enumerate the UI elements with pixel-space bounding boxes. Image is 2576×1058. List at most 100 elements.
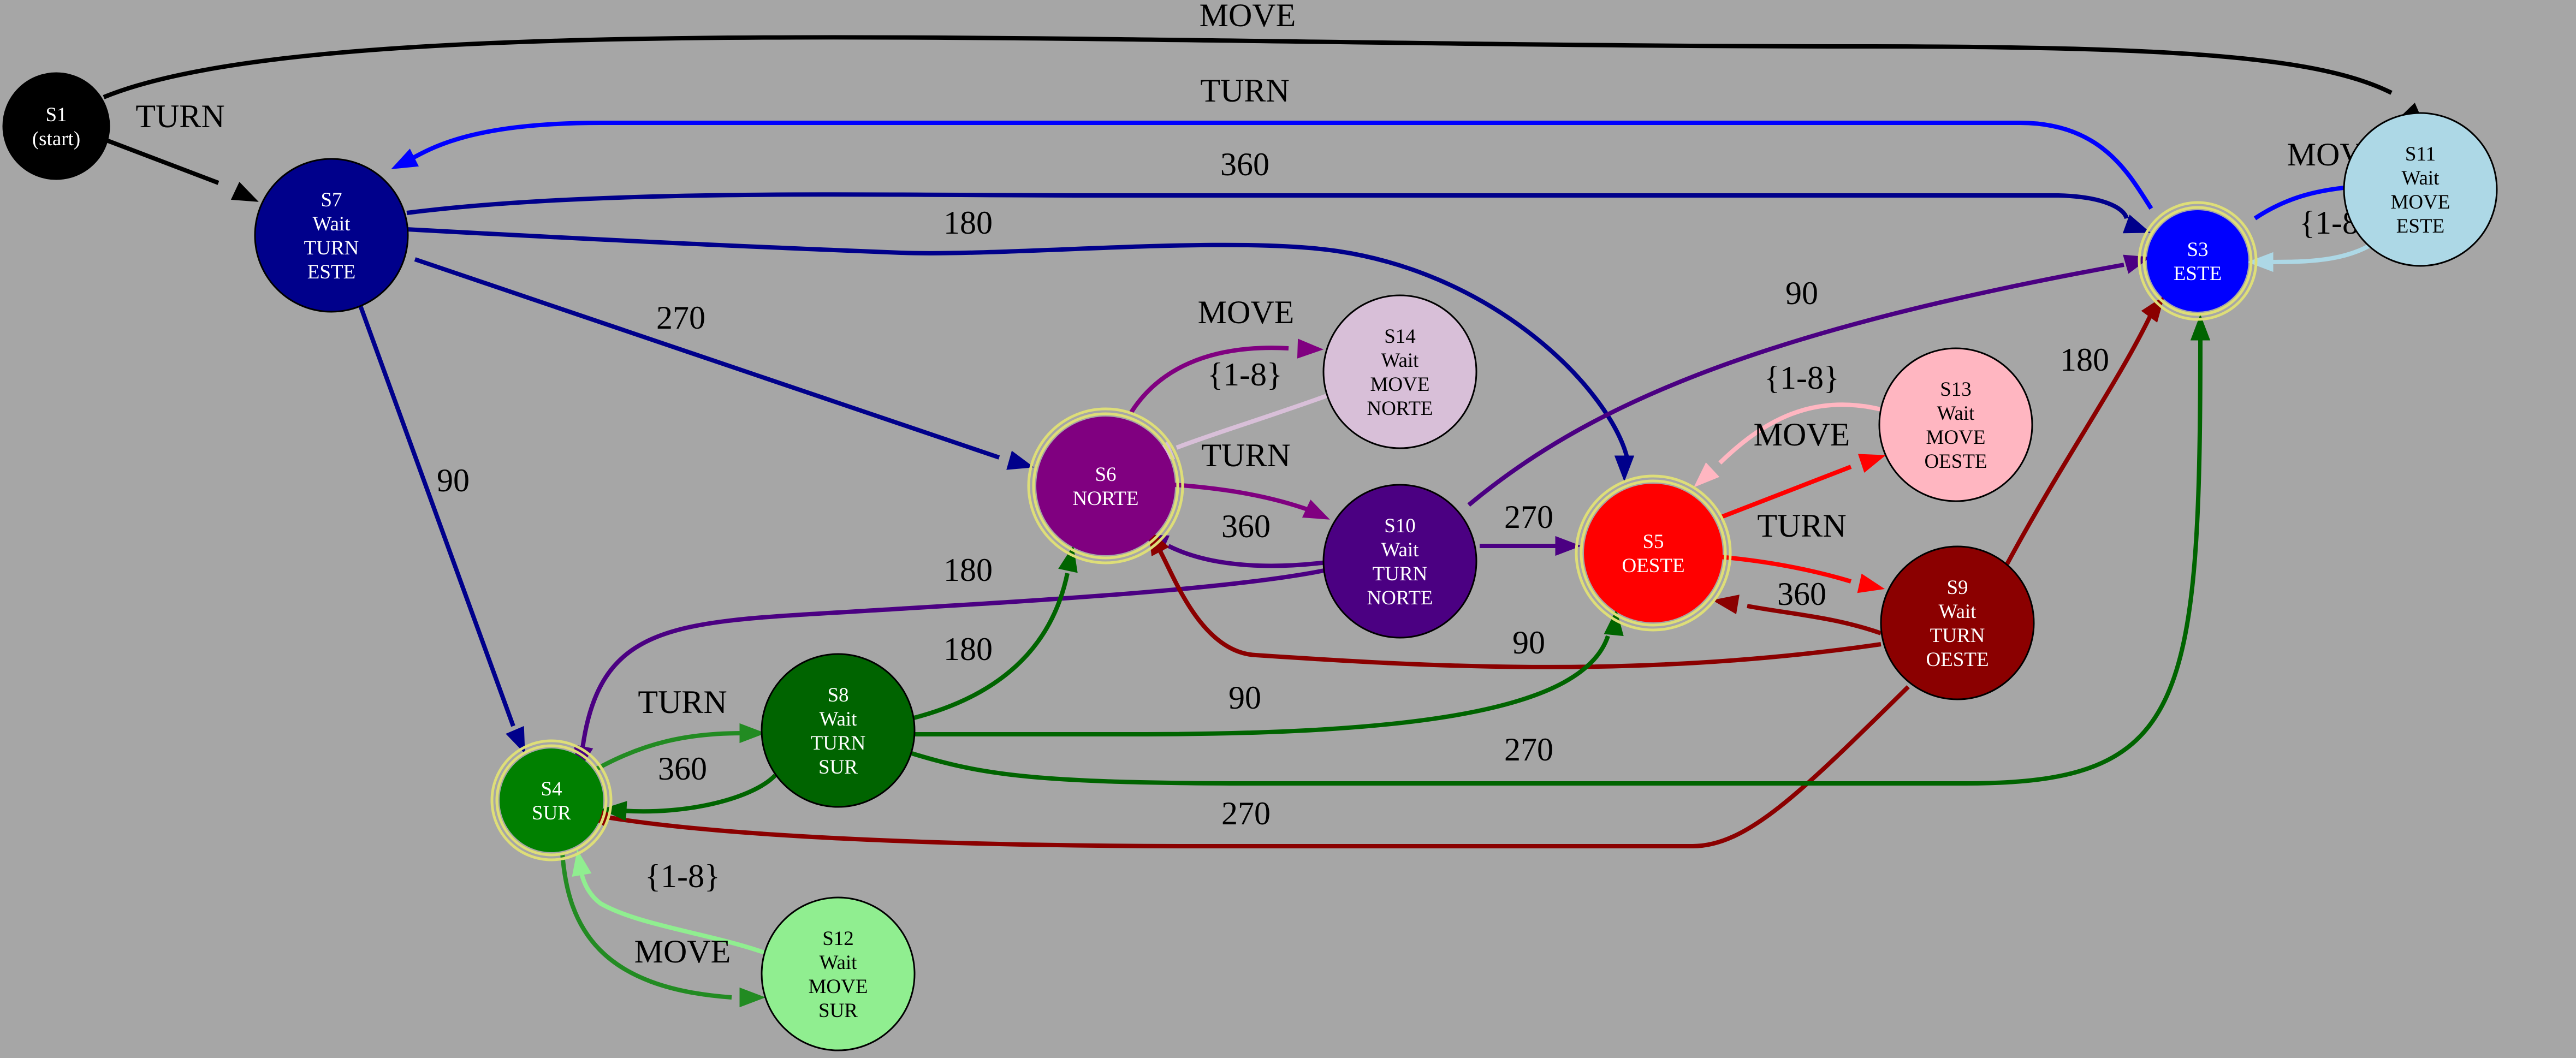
state-label-line: S14 (1384, 325, 1416, 348)
state-label-line: S5 (1642, 531, 1664, 553)
edge-line (579, 872, 765, 955)
state-label-line: TURN (304, 237, 359, 259)
edge-label: 180 (943, 552, 993, 588)
edge-S6-S14: MOVE (1129, 294, 1324, 414)
state-circle (254, 158, 409, 313)
edge-arrowhead (506, 726, 525, 754)
edge-label: 270 (656, 300, 705, 336)
state-label-line: Wait (1937, 402, 1975, 425)
state-label-line: S3 (2187, 239, 2208, 261)
edge-S3-S7: TURN (391, 73, 2153, 210)
state-label-line: ESTE (2396, 215, 2444, 237)
edge-line (911, 338, 2203, 786)
state-circle (2343, 112, 2498, 267)
state-label-line: Wait (1381, 539, 1420, 561)
state-circle (1036, 417, 1175, 555)
state-node-s1[interactable]: S1(start) (2, 72, 110, 180)
edge-line (1719, 465, 1852, 520)
edge-line (1176, 394, 1328, 450)
edge-line (622, 774, 777, 814)
state-label-line: Wait (820, 952, 858, 974)
edge-line (600, 685, 1910, 848)
edge-S9-S3: 180 (2004, 295, 2165, 566)
state-label-line: TURN (1930, 625, 1985, 647)
state-label-line: ESTE (307, 261, 355, 283)
edge-line (1747, 604, 1882, 635)
edge-arrowhead (1712, 595, 1740, 615)
state-label-line: OESTE (1924, 450, 1987, 473)
state-label-line: ESTE (2174, 263, 2222, 285)
edge-line (1467, 263, 2124, 507)
accept-ring-outer (490, 739, 613, 861)
edge-label: {1-8} (645, 858, 720, 894)
state-circle (1584, 484, 1723, 622)
edge-arrowhead (600, 801, 627, 821)
edge-line (911, 573, 1070, 721)
edge-line (560, 853, 732, 1000)
edge-line (1158, 550, 1881, 669)
state-circle (1878, 347, 2033, 502)
edge-label: TURN (1757, 508, 1846, 544)
edge-S4-S8: TURN (594, 684, 766, 772)
edge-label: {1-8} (1207, 356, 1283, 393)
state-label-line: Wait (820, 708, 858, 730)
state-circle (761, 653, 916, 808)
state-label-line: OESTE (1622, 555, 1684, 577)
state-label-line: MOVE (1926, 426, 1986, 449)
edge-arrowhead (2247, 252, 2274, 272)
state-circle (500, 748, 603, 852)
edge-line (103, 137, 219, 185)
edge-label: 90 (1512, 625, 1545, 661)
edge-line (594, 731, 743, 772)
edge-line (414, 257, 1000, 460)
edge-arrowhead (230, 182, 259, 202)
edge-arrowhead (1058, 545, 1078, 573)
state-label-line: S7 (320, 189, 342, 211)
state-label-line: MOVE (1370, 373, 1430, 396)
edge-line (1173, 483, 1311, 513)
edge-label: 90 (437, 462, 470, 498)
edge-arrowhead (1302, 500, 1330, 520)
edge-S8-S6: 180 (911, 545, 1078, 721)
edge-line (406, 192, 2129, 219)
edge-line (1718, 402, 1881, 465)
accept-ring-outer (1027, 407, 1184, 564)
edge-arrowhead (2122, 215, 2151, 234)
state-label-line: NORTE (1367, 587, 1433, 609)
edge-arrowhead (2190, 314, 2211, 341)
edge-S1-S7: TURN (103, 98, 259, 202)
accept-ring-inner (1032, 412, 1179, 560)
edges-layer: MOVETURNTURN36018027090MOVE{1-8}MOVE{1-8… (103, 0, 2426, 1008)
state-circle (1322, 484, 1477, 639)
state-label-line: Wait (2402, 167, 2440, 189)
state-label-line: Wait (313, 213, 351, 235)
accept-ring-inner (495, 744, 608, 857)
state-label-line: S6 (1095, 463, 1116, 486)
edge-line (912, 635, 1610, 736)
state-label-line: OESTE (1926, 649, 1989, 671)
state-label-line: S8 (827, 684, 848, 706)
edge-arrowhead (1693, 462, 1720, 488)
edge-label: TURN (638, 684, 727, 720)
edge-S6-S10: TURN (1173, 437, 1330, 520)
edge-label: TURN (1200, 73, 1289, 109)
edge-S10-S5: 270 (1480, 499, 1582, 556)
state-label-line: SUR (818, 1000, 858, 1022)
edge-arrowhead (391, 148, 419, 169)
edge-S10-S3: 90 (1467, 254, 2151, 507)
edge-label: {1-8} (1764, 360, 1839, 396)
edge-S13-S5: {1-8} (1693, 360, 1881, 488)
edge-line (358, 305, 515, 727)
